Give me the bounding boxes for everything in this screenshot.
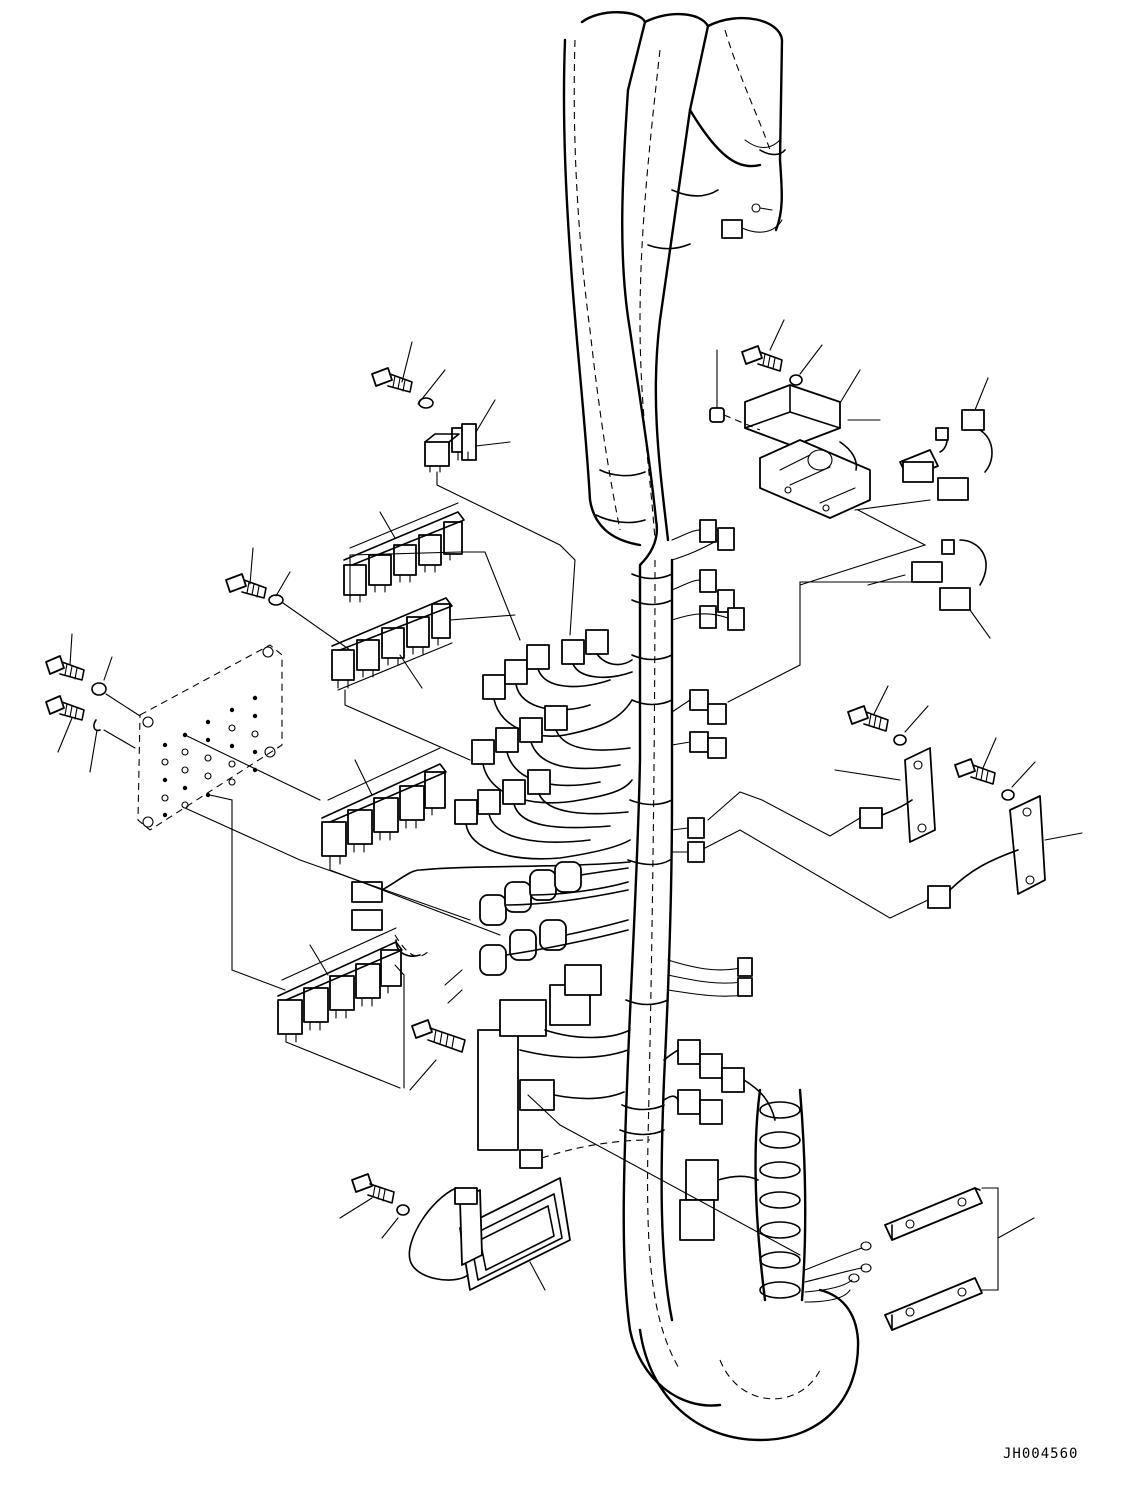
- relay-row-1: [344, 503, 520, 640]
- relay-row-2: [332, 598, 515, 760]
- relay-pair: [425, 400, 575, 635]
- relay-row-4: [278, 928, 402, 1088]
- bolt-group-far-left: [46, 634, 140, 772]
- mounting-panel: [138, 645, 470, 990]
- bolt-group-top-left: [372, 342, 445, 408]
- bolt-group-mid-left: [226, 548, 350, 650]
- mounting-bars: [885, 1188, 1034, 1330]
- top-right-connector: [722, 204, 782, 238]
- relay-row-3: [322, 748, 500, 935]
- bracket-top-right: [710, 320, 880, 518]
- bolt-lower-center: [395, 965, 800, 1255]
- drawing-id-label: JH004560: [1003, 1446, 1079, 1462]
- lamp-assembly: [340, 1174, 570, 1290]
- switch-bracket-2: [705, 738, 1082, 918]
- branch-connectors-center: [352, 520, 871, 1302]
- sensor-connectors-right: [728, 378, 992, 702]
- switch-bracket-1: [708, 686, 935, 842]
- harness-trunk: [564, 12, 858, 1440]
